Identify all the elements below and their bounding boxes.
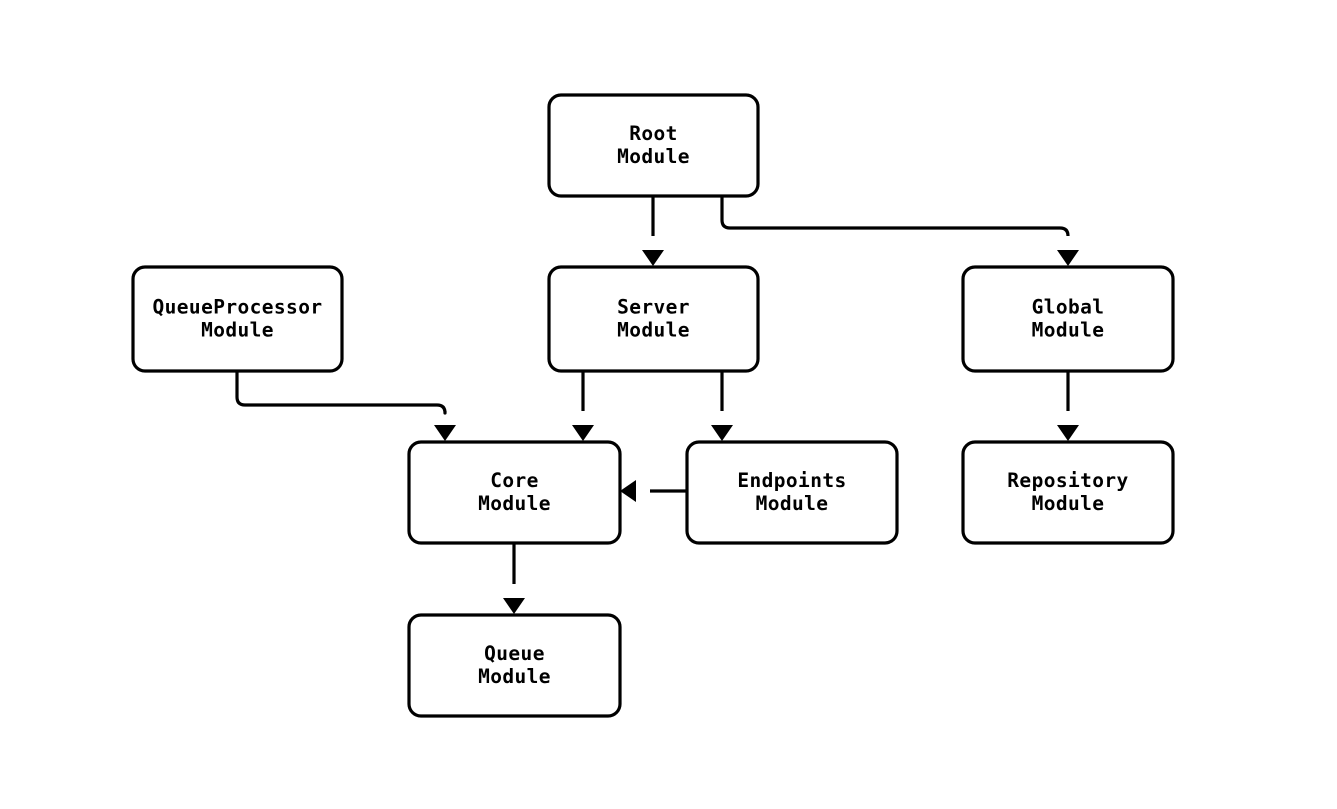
node-server-box[interactable] — [547, 265, 760, 373]
node-repository-box[interactable] — [961, 440, 1175, 545]
node-queueprocessor-box[interactable] — [131, 265, 344, 373]
node-core-label-line1: Core — [490, 469, 539, 492]
node-global-label-line1: Global — [1032, 296, 1105, 319]
node-repository-label-line2: Module — [1032, 492, 1105, 515]
node-server-label-line1: Server — [617, 296, 690, 319]
arrowheads-layer — [434, 250, 1079, 614]
arrow-server-in-icon — [642, 250, 664, 266]
arrow-core-in-mid-icon — [572, 425, 594, 441]
nodes-layer: RootModuleQueueProcessorModuleServerModu… — [131, 93, 1175, 718]
arrow-queue-in-icon — [503, 598, 525, 614]
node-server-label-line2: Module — [617, 319, 690, 342]
edges-layer — [235, 196, 1070, 584]
node-endpoints-label-line1: Endpoints — [737, 469, 846, 492]
node-global-box[interactable] — [961, 265, 1175, 373]
node-root-box[interactable] — [547, 93, 760, 198]
node-endpoints-label-line2: Module — [756, 492, 829, 515]
node-core-label-line2: Module — [478, 492, 551, 515]
arrow-core-in-right-icon — [620, 480, 636, 502]
node-root-label-line2: Module — [617, 145, 690, 168]
node-root-label-line1: Root — [629, 122, 678, 145]
node-queue-label-line2: Module — [478, 665, 551, 688]
node-queueprocessor-label-line1: QueueProcessor — [153, 296, 323, 319]
arrow-repository-in-icon — [1057, 425, 1079, 441]
arrow-endpoints-in-icon — [711, 425, 733, 441]
node-global-label-line2: Module — [1032, 319, 1105, 342]
node-endpoints-box[interactable] — [685, 440, 899, 545]
node-core-box[interactable] — [407, 440, 622, 545]
node-queue-box[interactable] — [407, 613, 622, 718]
node-queue-label-line1: Queue — [484, 642, 545, 665]
edge-queueprocessor-to-core — [235, 371, 447, 415]
edge-root-to-global — [720, 196, 1070, 237]
arrow-global-in-icon — [1057, 250, 1079, 266]
node-repository-label-line1: Repository — [1007, 469, 1128, 492]
node-queueprocessor-label-line2: Module — [201, 319, 274, 342]
arrow-core-in-left-icon — [434, 425, 456, 441]
